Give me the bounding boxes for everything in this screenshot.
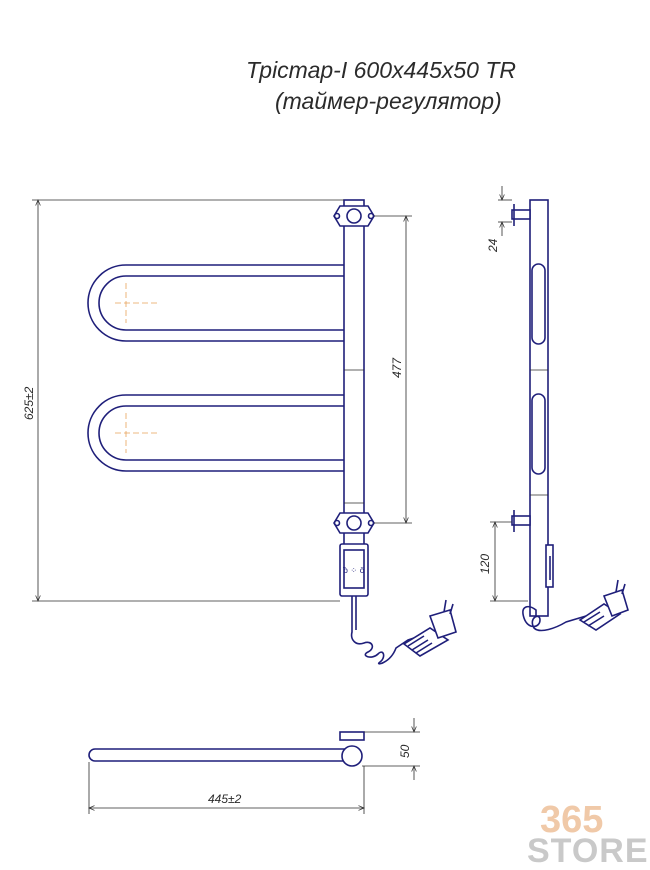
- front-plug-icon: [402, 599, 457, 657]
- dimension-mount-distance: 477: [374, 216, 412, 523]
- top-view-pipe-section: [341, 745, 363, 767]
- store-logo: 365 STORE: [527, 799, 649, 870]
- side-power-cord: [522, 605, 601, 632]
- top-view: 50 445±2: [89, 718, 420, 814]
- dimension-depth: 50: [362, 718, 420, 780]
- side-upper-loop: [531, 263, 546, 345]
- side-view: 24 120: [478, 186, 629, 632]
- timer-controller: ᵬ ⁘ ö: [339, 543, 369, 597]
- top-view-mount-plate: [339, 731, 365, 741]
- lower-u-loop: [87, 394, 344, 472]
- front-view: ᵬ ⁘ ö 625±2 477: [22, 199, 457, 665]
- front-power-cord: [350, 596, 427, 665]
- top-offset-label: 24: [486, 238, 500, 253]
- timer-height-label: 120: [478, 554, 492, 574]
- dimension-timer-height: 120: [478, 522, 528, 601]
- overall-height-label: 625±2: [22, 386, 36, 420]
- top-view-bar: [88, 748, 351, 762]
- logo-number: 365: [540, 799, 603, 841]
- title-line-1: Трістар-І 600х445х50 TR: [246, 57, 516, 83]
- controller-symbols: ᵬ ⁘ ö: [342, 566, 364, 575]
- dimension-overall-height: 625±2: [22, 200, 344, 601]
- depth-label: 50: [398, 744, 412, 758]
- upper-u-loop: [87, 264, 344, 342]
- front-vertical-pipe: [343, 199, 365, 595]
- side-plug-icon: [578, 579, 629, 631]
- dimension-width: 445±2: [89, 762, 364, 814]
- title-line-2: (таймер-регулятор): [275, 88, 502, 114]
- logo-word: STORE: [527, 832, 649, 870]
- dimension-top-offset: 24: [486, 186, 512, 253]
- bottom-mount-bracket: [333, 512, 375, 534]
- top-mount-bracket: [333, 205, 375, 227]
- side-bottom-bracket: [511, 515, 531, 526]
- side-lower-loop: [531, 393, 546, 475]
- width-label: 445±2: [208, 792, 242, 806]
- mount-distance-label: 477: [390, 357, 404, 378]
- side-top-bracket: [511, 209, 531, 220]
